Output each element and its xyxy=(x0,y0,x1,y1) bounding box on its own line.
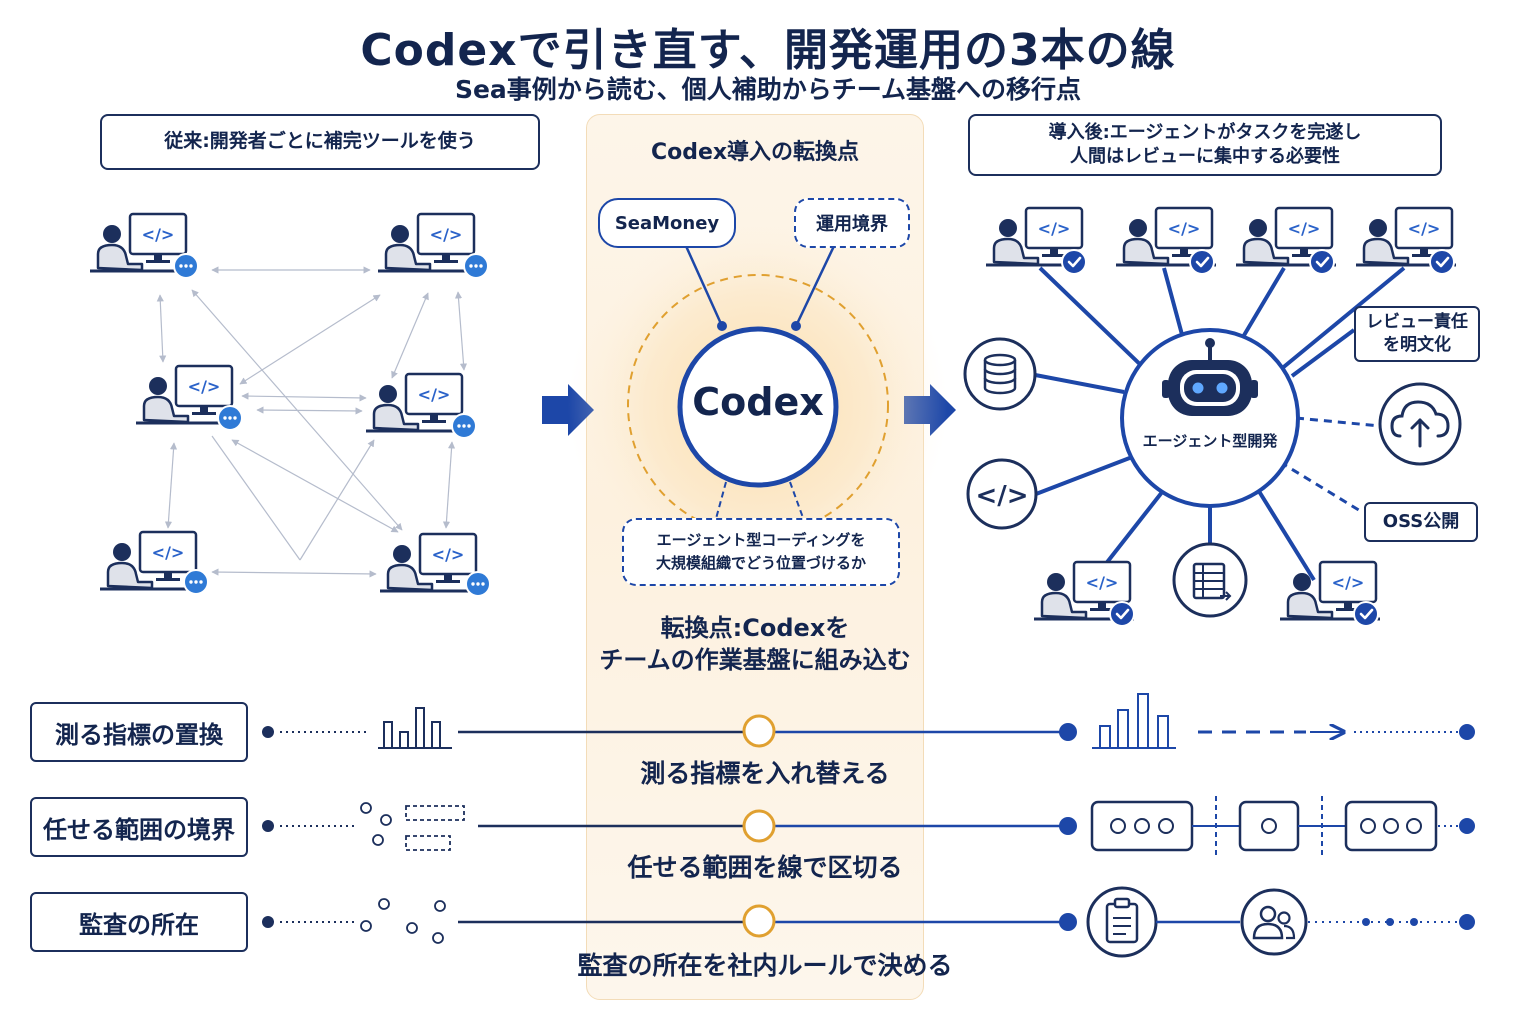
users-icon xyxy=(1240,888,1308,956)
row-3-line xyxy=(262,886,1475,958)
row-1-line xyxy=(262,693,1475,749)
seamoney-pill: SeaMoney xyxy=(598,198,736,248)
scattered-tasks-icon xyxy=(360,802,465,851)
pivot-statement: 転換点:Codexを チームの作業基盤に組み込む xyxy=(586,612,924,677)
row-caption-scope: 任せる範囲を線で区切る xyxy=(627,853,903,882)
page-title: Codexで引き直す、開発運用の3本の線 xyxy=(360,25,1176,76)
question-note-line-2: 大規模組織でどう位置づけるか xyxy=(655,554,866,572)
cloud-upload-icon xyxy=(1378,382,1462,466)
row-label-scope: 任せる範囲の境界 xyxy=(30,797,248,857)
svg-text:</>: </> xyxy=(975,481,1028,511)
right-header-line-1: 導入後:エージェントがタスクを完遂し xyxy=(1048,121,1362,143)
bar-chart-icon xyxy=(1092,693,1176,749)
robot-icon xyxy=(1162,338,1258,416)
row-2-line xyxy=(262,796,1475,856)
review-line-2: を明文化 xyxy=(1383,335,1451,355)
review-responsibility-box: レビュー責任 を明文化 xyxy=(1354,306,1480,362)
pivot-line-2: チームの作業基盤に組み込む xyxy=(599,646,911,675)
codex-core-graphic xyxy=(568,215,948,595)
row-caption-audit: 監査の所在を社内ルールで決める xyxy=(577,951,953,980)
left-network xyxy=(88,212,491,597)
developer-icon xyxy=(378,532,482,593)
right-hub-network: </> xyxy=(963,206,1462,628)
codex-core-label: Codex xyxy=(692,380,824,424)
row-label-metrics: 測る指標の置換 xyxy=(30,702,248,762)
page-subtitle: Sea事例から読む、個人補助からチーム基盤への移行点 xyxy=(454,75,1082,104)
right-header-line-2: 人間はレビューに集中する必要性 xyxy=(1070,146,1340,167)
scoped-tasks-icon xyxy=(1090,796,1438,856)
task-list-icon xyxy=(1172,542,1248,618)
center-panel-title: Codex導入の転換点 xyxy=(650,140,860,165)
question-note-line-1: エージェント型コーディングを xyxy=(656,530,866,549)
right-panel-header: 導入後:エージェントがタスクを完遂し 人間はレビューに集中する必要性 xyxy=(968,114,1442,176)
code-icon: </> xyxy=(966,458,1038,530)
bar-chart-icon xyxy=(378,707,452,749)
scattered-dots-icon xyxy=(360,898,446,944)
developer-icon xyxy=(364,372,468,433)
row-caption-metrics: 測る指標を入れ替える xyxy=(640,759,890,788)
question-note: エージェント型コーディングを 大規模組織でどう位置づけるか xyxy=(622,518,900,586)
review-line-1: レビュー責任 xyxy=(1366,312,1468,333)
developer-icon xyxy=(376,212,480,273)
operation-boundary-pill: 運用境界 xyxy=(794,198,910,248)
database-icon xyxy=(963,337,1037,411)
pivot-line-1: 転換点:Codexを xyxy=(660,614,850,642)
row-label-audit: 監査の所在 xyxy=(30,892,248,952)
hub-label: エージェント型開発 xyxy=(1142,432,1278,450)
oss-public-box: OSS公開 xyxy=(1364,502,1478,542)
clipboard-icon xyxy=(1086,886,1158,958)
left-panel-header: 従来:開発者ごとに補完ツールを使う xyxy=(100,114,540,170)
